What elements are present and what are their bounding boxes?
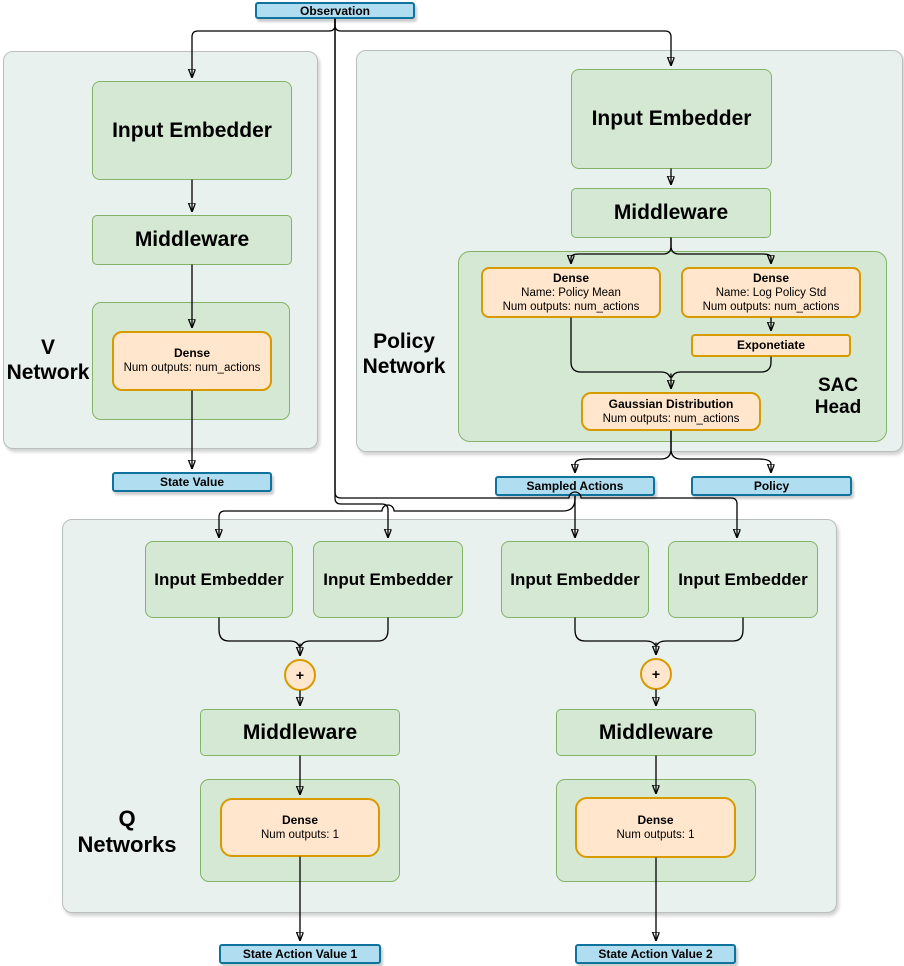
q1-dense-title: Dense bbox=[281, 812, 319, 827]
q2-dense-title: Dense bbox=[637, 812, 674, 827]
gaussian-distribution-outputs: Num outputs: num_actions bbox=[602, 412, 740, 425]
v-dense-title: Dense bbox=[173, 346, 211, 361]
q1-middleware: Middleware bbox=[200, 709, 400, 756]
q2-dense-outputs: Num outputs: 1 bbox=[616, 828, 695, 841]
q1-dense: Dense Num outputs: 1 bbox=[220, 798, 380, 857]
dense-policy-mean: Dense Name: Policy Mean Num outputs: num… bbox=[481, 267, 661, 318]
v-middleware: Middleware bbox=[92, 215, 292, 265]
policy-network-label-line1: Policy bbox=[373, 330, 435, 354]
dense-log-policy-std: Dense Name: Log Policy Std Num outputs: … bbox=[681, 267, 861, 318]
exponetiate: Exponetiate bbox=[691, 334, 851, 357]
q1-dense-outputs: Num outputs: 1 bbox=[261, 828, 339, 841]
q2-input-embedder-action: Input Embedder bbox=[668, 541, 818, 618]
state-action-value-1-node: State Action Value 1 bbox=[219, 944, 381, 964]
v-input-embedder: Input Embedder bbox=[92, 81, 292, 180]
gaussian-distribution-title: Gaussian Distribution bbox=[608, 396, 734, 411]
state-value-node: State Value bbox=[112, 472, 272, 492]
v-dense: Dense Num outputs: num_actions bbox=[112, 331, 272, 391]
sac-head-label-line1: SAC bbox=[817, 374, 859, 396]
q2-middleware: Middleware bbox=[556, 709, 756, 756]
policy-input-embedder: Input Embedder bbox=[571, 69, 772, 169]
observation-node: Observation bbox=[255, 2, 415, 19]
sac-head-label: SAC Head bbox=[790, 374, 886, 420]
exponetiate-label: Exponetiate bbox=[736, 338, 805, 352]
v-dense-outputs: Num outputs: num_actions bbox=[123, 362, 261, 375]
gaussian-distribution: Gaussian Distribution Num outputs: num_a… bbox=[581, 392, 761, 431]
dense-policy-mean-title: Dense bbox=[552, 270, 590, 285]
policy-middleware: Middleware bbox=[571, 188, 771, 238]
q1-sum-node: + bbox=[284, 659, 316, 691]
q1-input-embedder-state: Input Embedder bbox=[145, 541, 293, 618]
dense-policy-mean-name: Name: Policy Mean bbox=[521, 286, 621, 299]
q-networks-label: Q Networks bbox=[67, 806, 187, 858]
q-networks-label-line2: Networks bbox=[77, 832, 177, 857]
policy-network-label: Policy Network bbox=[356, 330, 452, 380]
dense-log-policy-std-outputs: Num outputs: num_actions bbox=[702, 301, 840, 313]
q1-input-embedder-action: Input Embedder bbox=[313, 541, 463, 618]
state-action-value-2-node: State Action Value 2 bbox=[575, 944, 736, 964]
v-network-label: V Network bbox=[0, 336, 96, 386]
dense-log-policy-std-title: Dense bbox=[752, 270, 790, 285]
sampled-actions-node: Sampled Actions bbox=[495, 476, 655, 496]
dense-log-policy-std-name: Name: Log Policy Std bbox=[715, 286, 827, 299]
dense-policy-mean-outputs: Num outputs: num_actions bbox=[502, 301, 640, 313]
q2-sum-node: + bbox=[640, 658, 672, 690]
q2-dense: Dense Num outputs: 1 bbox=[575, 797, 736, 858]
v-network-label-line2: Network bbox=[6, 361, 90, 384]
policy-network-label-line2: Network bbox=[362, 355, 446, 378]
q-networks-label-line1: Q bbox=[118, 806, 136, 832]
policy-output-node: Policy bbox=[691, 476, 852, 496]
v-network-label-line1: V bbox=[40, 336, 55, 360]
q2-input-embedder-state: Input Embedder bbox=[501, 541, 649, 618]
sac-head-label-line2: Head bbox=[814, 397, 862, 418]
